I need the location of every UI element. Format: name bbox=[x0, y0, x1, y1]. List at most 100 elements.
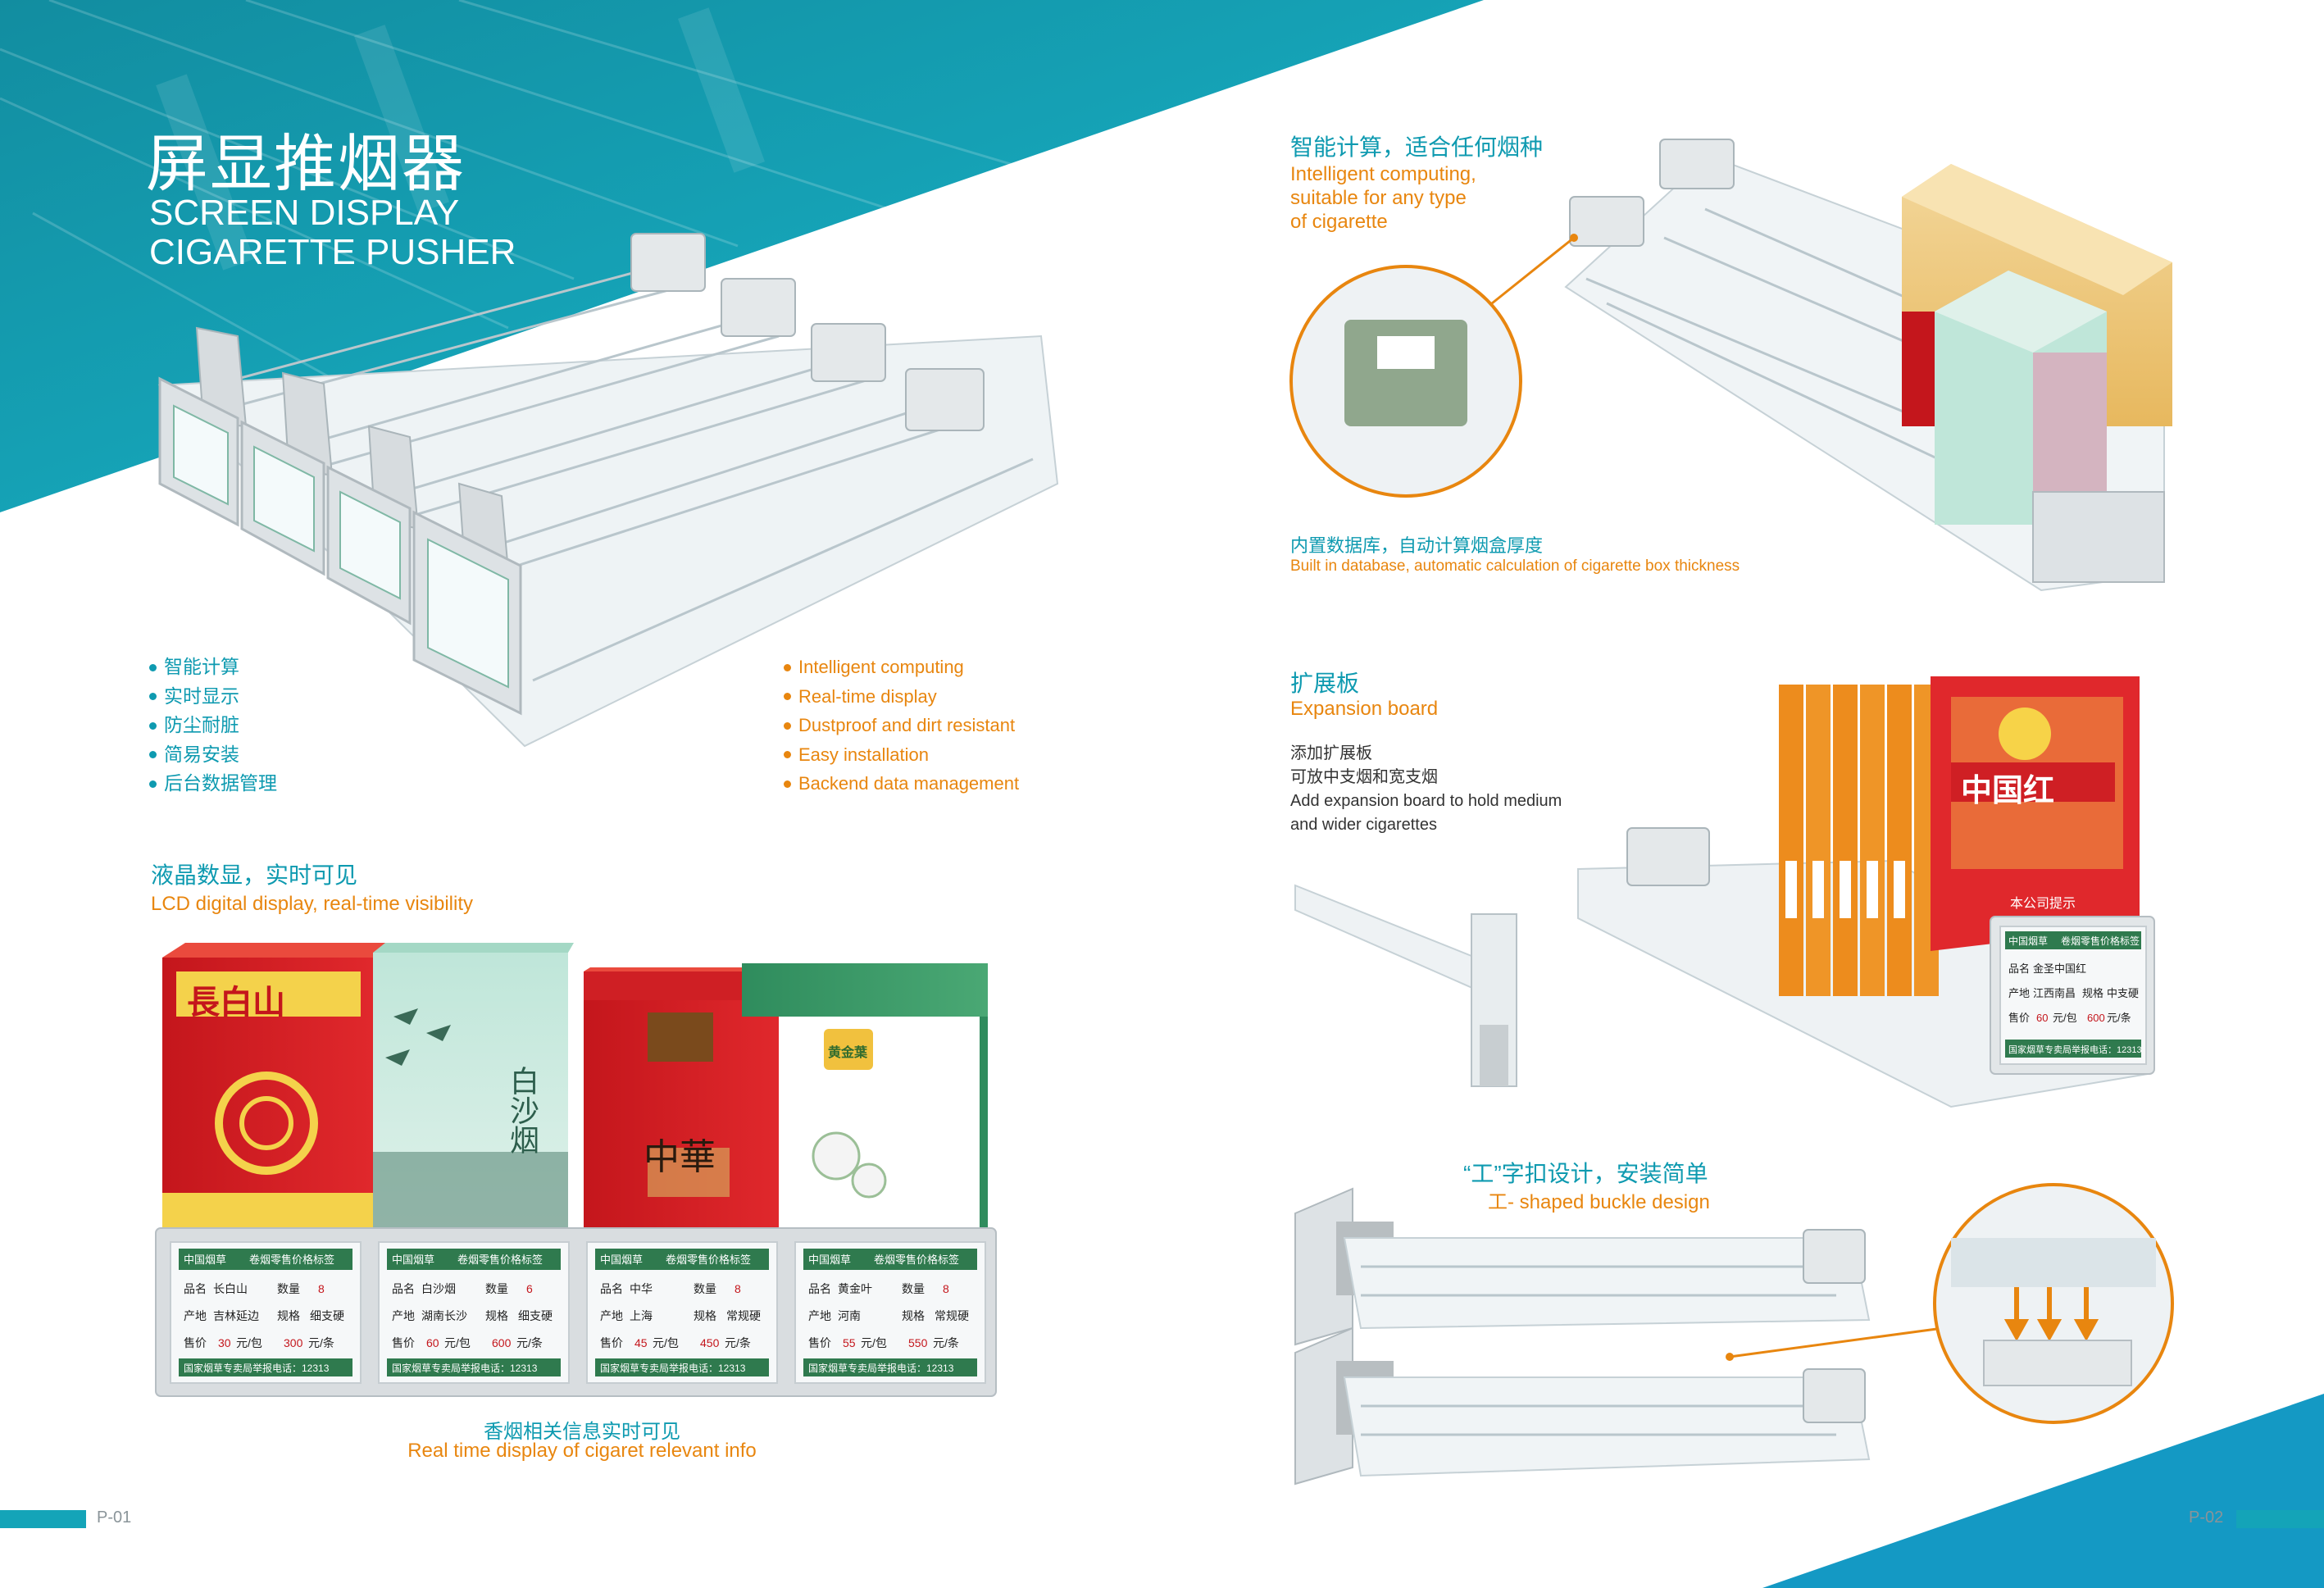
card-field-origin: 产地 bbox=[392, 1309, 415, 1322]
expansion-desc-en-line1: Add expansion board to hold medium bbox=[1290, 792, 1562, 810]
card-field-name: 品名 bbox=[2008, 962, 2030, 975]
pack-label-huangjinye: 黄金葉 bbox=[828, 1046, 868, 1060]
card-field-spec: 规格 bbox=[902, 1309, 925, 1322]
card-spec-value: 常规硬 bbox=[935, 1309, 969, 1322]
card-brand: 中国烟草 bbox=[184, 1254, 226, 1266]
card-pack-value: 60 bbox=[426, 1336, 439, 1349]
feature-en-item: Easy installation bbox=[784, 740, 1019, 770]
card-footer: 国家烟草专卖局举报电话：12313 bbox=[184, 1362, 330, 1374]
pack-label-baisha: 白沙烟 bbox=[505, 1066, 539, 1154]
page-bar-left bbox=[0, 1510, 86, 1528]
card-unit-carton: 元/条 bbox=[308, 1336, 334, 1349]
card-name-value: 白沙烟 bbox=[421, 1282, 456, 1295]
card-field-price: 售价 bbox=[2008, 1012, 2030, 1024]
card-name-value: 中华 bbox=[630, 1282, 653, 1295]
card-spec-value: 细支硬 bbox=[310, 1309, 344, 1322]
card-unit-pack: 元/包 bbox=[2053, 1012, 2077, 1024]
card-header: 卷烟零售价格标签 bbox=[457, 1254, 543, 1266]
feature-cn-item: 简易安装 bbox=[149, 740, 277, 770]
card-qty-value: 8 bbox=[734, 1282, 741, 1295]
card-origin-value: 江西南昌 bbox=[2033, 987, 2076, 999]
card-field-spec: 规格 bbox=[485, 1309, 508, 1322]
expansion-desc: 添加扩展板 可放中支烟和宽支烟 Add expansion board to h… bbox=[1290, 742, 1562, 837]
buckle-heading-cn: “工”字扣设计，安装简单 bbox=[1463, 1161, 1708, 1186]
card-field-origin: 产地 bbox=[184, 1309, 207, 1322]
feature-en-item: Real-time display bbox=[784, 682, 1019, 712]
card-carton-value: 600 bbox=[2087, 1012, 2105, 1024]
card-carton-value: 300 bbox=[284, 1336, 303, 1349]
feature-list-en: Intelligent computing Real-time display … bbox=[784, 653, 1019, 799]
lcd-card-4: 中国烟草 卷烟零售价格标签 品名 黄金叶 数量 8 产地 河南 规格 常规硬 售… bbox=[803, 1249, 977, 1376]
smart-heading-en: Intelligent computing, suitable for any … bbox=[1290, 162, 1476, 234]
card-spec-value: 常规硬 bbox=[726, 1309, 761, 1322]
card-origin-value: 吉林延边 bbox=[213, 1309, 259, 1322]
card-qty-value: 8 bbox=[318, 1282, 325, 1295]
buckle-heading-en: 工- shaped buckle design bbox=[1488, 1191, 1710, 1213]
card-field-spec: 规格 bbox=[694, 1309, 716, 1322]
page-bar-right bbox=[2236, 1510, 2324, 1528]
card-footer: 国家烟草专卖局举报电话：12313 bbox=[392, 1362, 538, 1374]
card-spec-value: 细支硬 bbox=[518, 1309, 553, 1322]
pack-changbaishan bbox=[162, 943, 392, 1230]
card-field-qty: 数量 bbox=[485, 1282, 508, 1295]
lcd-caption-cn: 香烟相关信息实时可见 bbox=[484, 1421, 680, 1443]
card-carton-value: 550 bbox=[908, 1336, 928, 1349]
card-carton-value: 600 bbox=[492, 1336, 512, 1349]
page-number-left: P-01 bbox=[97, 1508, 132, 1527]
card-field-name: 品名 bbox=[184, 1282, 207, 1295]
card-name-value: 金圣中国红 bbox=[2033, 962, 2086, 975]
card-pack-value: 30 bbox=[218, 1336, 231, 1349]
card-name-value: 长白山 bbox=[213, 1282, 248, 1295]
feature-list-cn: 智能计算 实时显示 防尘耐脏 简易安装 后台数据管理 bbox=[149, 653, 277, 799]
lcd-card-2: 中国烟草 卷烟零售价格标签 品名 白沙烟 数量 6 产地 湖南长沙 规格 细支硬… bbox=[387, 1249, 561, 1376]
card-qty-value: 6 bbox=[526, 1282, 533, 1295]
card-field-price: 售价 bbox=[392, 1336, 415, 1349]
expansion-desc-en-line2: and wider cigarettes bbox=[1290, 816, 1437, 834]
card-unit-pack: 元/包 bbox=[653, 1336, 679, 1349]
expansion-desc-cn-line1: 添加扩展板 bbox=[1290, 744, 1372, 762]
card-carton-value: 450 bbox=[700, 1336, 720, 1349]
feature-en-item: Backend data management bbox=[784, 769, 1019, 799]
card-field-qty: 数量 bbox=[277, 1282, 300, 1295]
smart-heading-en-line1: Intelligent computing, bbox=[1290, 163, 1476, 185]
card-unit-pack: 元/包 bbox=[444, 1336, 471, 1349]
feature-cn-item: 防尘耐脏 bbox=[149, 711, 277, 740]
card-unit-carton: 元/条 bbox=[725, 1336, 751, 1349]
card-unit-carton: 元/条 bbox=[2107, 1012, 2131, 1024]
pack-notice: 本公司提示 bbox=[2010, 897, 2076, 911]
card-brand: 中国烟草 bbox=[808, 1254, 851, 1266]
feature-en-item: Dustproof and dirt resistant bbox=[784, 711, 1019, 740]
lcd-card-1: 中国烟草 卷烟零售价格标签 品名 长白山 数量 8 产地 吉林延边 规格 细支硬… bbox=[179, 1249, 352, 1376]
page-title-cn: 屏显推烟器 bbox=[146, 130, 466, 199]
page-title-en: SCREEN DISPLAY CIGARETTE PUSHER bbox=[149, 193, 516, 272]
pack-label-changbaishan: 長白山 bbox=[187, 983, 285, 1022]
card-brand: 中国烟草 bbox=[600, 1254, 643, 1266]
feature-cn-item: 实时显示 bbox=[149, 682, 277, 712]
card-field-name: 品名 bbox=[600, 1282, 623, 1295]
card-unit-pack: 元/包 bbox=[236, 1336, 262, 1349]
card-field-origin: 产地 bbox=[600, 1309, 623, 1322]
card-brand: 中国烟草 bbox=[392, 1254, 434, 1266]
smart-pusher-illustration bbox=[1289, 139, 2172, 592]
card-header: 卷烟零售价格标签 bbox=[874, 1254, 959, 1266]
card-origin-value: 上海 bbox=[630, 1309, 653, 1322]
feature-cn-item: 智能计算 bbox=[149, 653, 277, 682]
card-field-qty: 数量 bbox=[694, 1282, 716, 1295]
card-origin-value: 湖南长沙 bbox=[421, 1309, 467, 1322]
card-field-price: 售价 bbox=[184, 1336, 207, 1349]
card-name-value: 黄金叶 bbox=[838, 1282, 872, 1295]
lcd-card-3: 中国烟草 卷烟零售价格标签 品名 中华 数量 8 产地 上海 规格 常规硬 售价… bbox=[595, 1249, 769, 1376]
card-field-spec: 规格 bbox=[277, 1309, 300, 1322]
card-pack-value: 55 bbox=[843, 1336, 856, 1349]
card-header: 卷烟零售价格标签 bbox=[666, 1254, 751, 1266]
feature-en-item: Intelligent computing bbox=[784, 653, 1019, 682]
smart-caption-en: Built in database, automatic calculation… bbox=[1290, 557, 1740, 575]
smart-heading-cn: 智能计算，适合任何烟种 bbox=[1290, 134, 1544, 160]
card-spec-value: 中支硬 bbox=[2107, 987, 2139, 999]
card-unit-pack: 元/包 bbox=[861, 1336, 887, 1349]
card-field-origin: 产地 bbox=[808, 1309, 831, 1322]
pack-label-zhonghua: 中華 bbox=[644, 1136, 716, 1178]
title-en-line2: CIGARETTE PUSHER bbox=[149, 232, 516, 272]
page-number-right: P-02 bbox=[2189, 1508, 2224, 1527]
smart-heading-en-line3: of cigarette bbox=[1290, 211, 1388, 233]
